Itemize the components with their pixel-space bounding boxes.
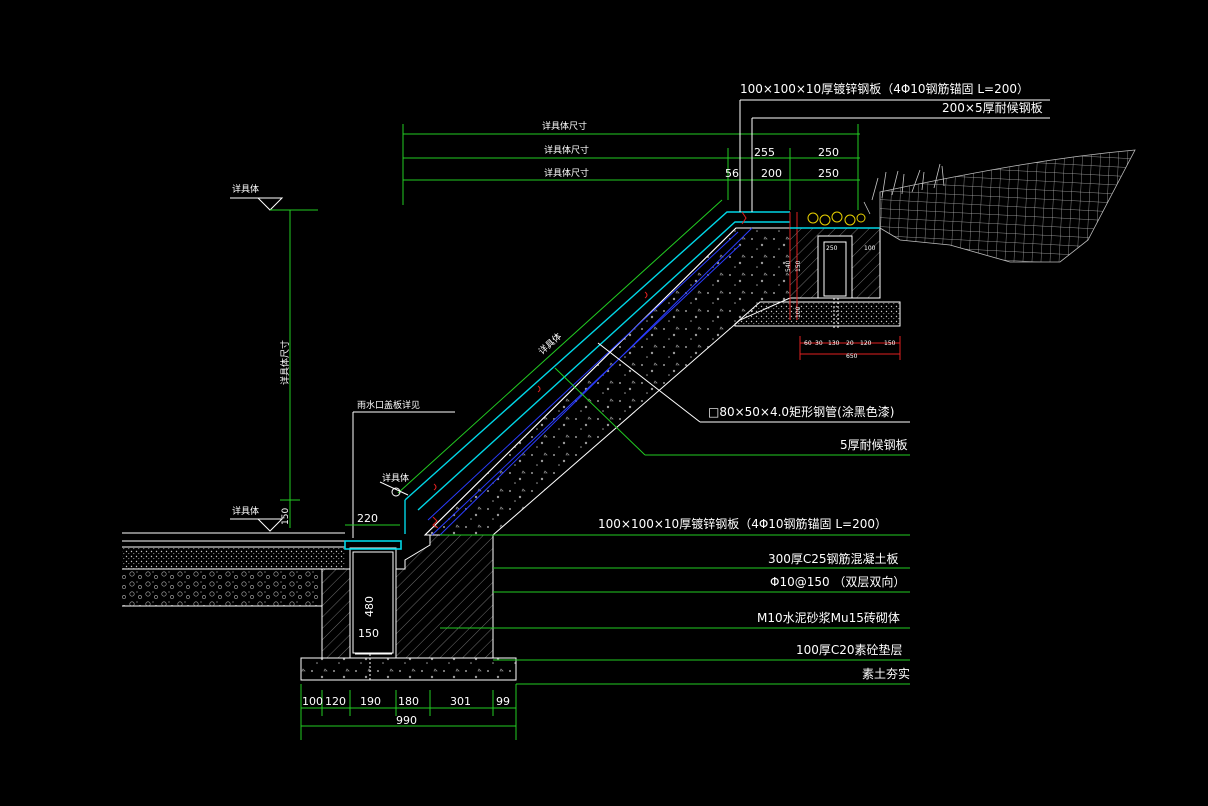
slope-note: 详具体 (536, 330, 564, 357)
material-labels: □80×50×4.0矩形钢管(涂黑色漆) 5厚耐候钢板 100×100×10厚镀… (598, 404, 910, 681)
drain-cover-note: 雨水口盖板详见 (357, 399, 420, 411)
bottom-dim-99: 99 (496, 695, 510, 708)
left-pavement (122, 532, 345, 607)
label-top-plate: 100×100×10厚镀锌钢板（4Φ10钢筋锚固 L=200） (740, 81, 1029, 96)
corner-note: 详具体 (382, 472, 409, 484)
sloped-concrete-slab (423, 227, 791, 536)
bottom-dim-180: 180 (398, 695, 419, 708)
hillside-soil (863, 149, 1136, 263)
rd-b130: 130 (828, 340, 840, 347)
top-dim-row1: 详具体尺寸 (542, 120, 587, 132)
rd-540: 540 (785, 260, 792, 272)
drain-dim-480: 480 (363, 596, 376, 617)
bottom-dim-190: 190 (360, 695, 381, 708)
rd-total: 650 (846, 353, 858, 360)
drain-dim-220: 220 (357, 512, 378, 525)
top-dim-row2: 详具体尺寸 (544, 144, 589, 156)
top-dim-255: 255 (754, 146, 775, 159)
label-rect-tube: □80×50×4.0矩形钢管(涂黑色漆) (708, 404, 894, 419)
drain-dim-150: 150 (358, 627, 379, 640)
bottom-dim-total: 990 (396, 714, 417, 727)
bottom-dimensions: 100 120 190 180 301 99 990 (300, 684, 517, 740)
rd-150: 150 (795, 260, 802, 272)
rd-b20: 20 (846, 340, 854, 347)
elev-bottom-label: 详具体 (232, 505, 259, 517)
drain-dim-150v: 150 (281, 508, 291, 525)
bottom-dim-120: 120 (325, 695, 346, 708)
corner-callout: 详具体 (379, 472, 409, 497)
label-slab: 300厚C25钢筋混凝土板 (768, 551, 899, 566)
rd-b60: 60 (804, 340, 812, 347)
leader-lines (440, 342, 910, 685)
rd-b120: 120 (860, 340, 872, 347)
label-soil: 素土夯实 (862, 666, 910, 681)
label-weathering-5: 5厚耐候钢板 (840, 438, 908, 452)
rd-b30: 30 (815, 340, 823, 347)
top-dim-250b: 250 (818, 167, 839, 180)
bottom-dim-100: 100 (302, 695, 323, 708)
top-dim-row3: 详具体尺寸 (544, 167, 589, 179)
rd-100: 100 (864, 245, 876, 252)
elevation-markers: 详具体 详具体 详具体尺寸 150 (230, 183, 318, 532)
elev-top-label: 详具体 (232, 183, 259, 195)
top-dimensions: 详具体尺寸 详具体尺寸 详具体尺寸 255 250 56 200 250 100… (402, 81, 1050, 212)
steel-tube-lines (397, 199, 790, 536)
label-rebar: Φ10@150 （双层双向） (770, 574, 905, 589)
label-top-weathering: 200×5厚耐候钢板 (942, 101, 1043, 115)
top-dim-200: 200 (761, 167, 782, 180)
label-masonry: M10水泥砂浆Mu15砖砌体 (757, 610, 900, 625)
cushion-layer (300, 657, 517, 681)
rd-250: 250 (826, 245, 838, 252)
drain-inlet (344, 540, 402, 680)
anchor-marks (432, 211, 747, 529)
top-edge-detail: 250 100 540 150 100 (734, 211, 901, 328)
right-detail-dims: 60 30 130 20 120 150 650 (799, 336, 901, 360)
top-dim-56: 56 (725, 167, 739, 180)
masonry-foundation (321, 534, 494, 659)
rd-b150: 150 (884, 340, 896, 347)
top-dim-250a: 250 (818, 146, 839, 159)
label-cushion: 100厚C20素砼垫层 (796, 642, 903, 657)
bottom-dim-301: 301 (450, 695, 471, 708)
drain-callout: 雨水口盖板详见 220 480 150 (345, 399, 455, 640)
label-bottom-plate: 100×100×10厚镀锌钢板（4Φ10钢筋锚固 L=200） (598, 516, 887, 531)
rd-100b: 100 (795, 306, 802, 318)
vertical-dim-label: 详具体尺寸 (279, 340, 291, 385)
